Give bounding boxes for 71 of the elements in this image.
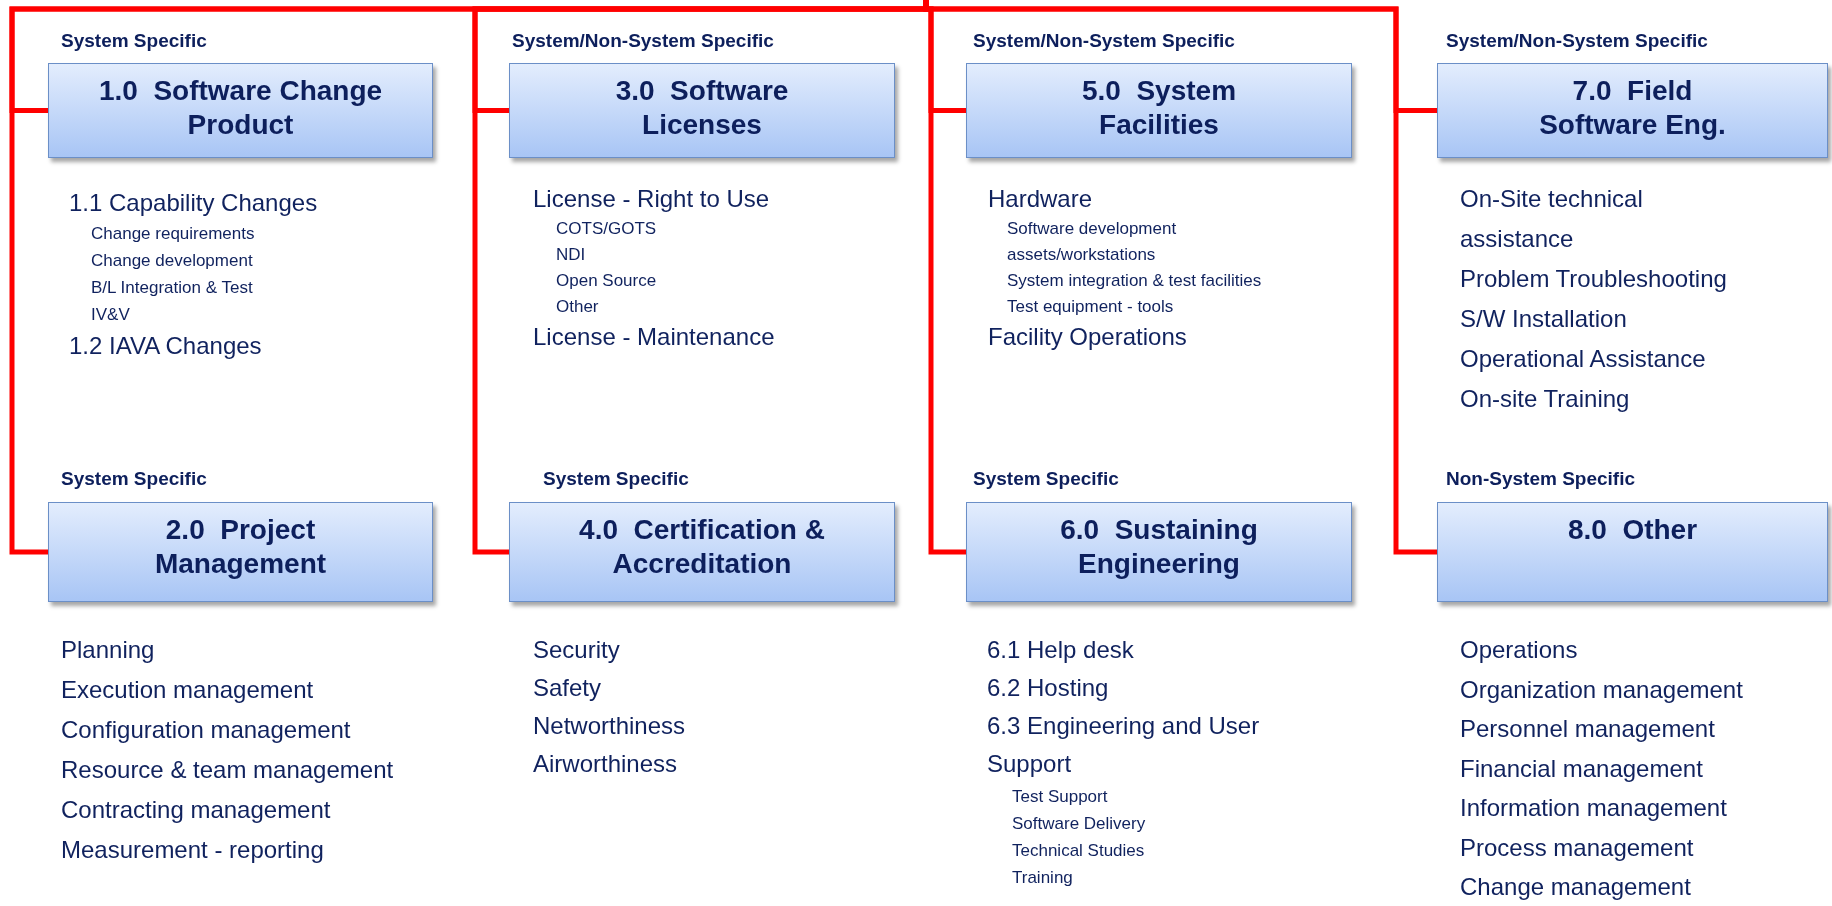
list-item: Networthiness xyxy=(533,711,686,741)
category-box xyxy=(48,63,433,158)
list-item: Contracting management xyxy=(61,795,331,825)
box-title: 6.0 Sustaining Engineering xyxy=(1059,513,1259,581)
list-item: Operational Assistance xyxy=(1460,344,1706,374)
list-item: 6.3 Engineering and User Support xyxy=(987,711,1261,779)
list-item: On-Site technical assistance xyxy=(1460,184,1644,254)
sub-item: Training xyxy=(1012,867,1073,889)
sub-item: NDI xyxy=(556,244,586,266)
sub-item: Test Support xyxy=(1012,786,1108,808)
sub-item: IV&V xyxy=(91,304,130,326)
list-item: Change management xyxy=(1460,872,1691,902)
box-title: 2.0 Project Management xyxy=(153,513,328,581)
list-item: Hardware xyxy=(988,184,1093,214)
box-title: 8.0 Other xyxy=(1566,513,1699,547)
list-item: Safety xyxy=(533,673,602,703)
sub-item: Software Delivery xyxy=(1012,813,1146,835)
list-item: Airworthiness xyxy=(533,749,678,779)
category-box xyxy=(509,63,895,158)
scope-label: System/Non-System Specific xyxy=(1446,30,1708,52)
list-item: Process management xyxy=(1460,832,1694,863)
sub-item: Change development xyxy=(91,250,253,272)
sub-item: Test equipment - tools xyxy=(1007,296,1174,318)
sub-item: Change requirements xyxy=(91,223,255,245)
box-title: 4.0 Certification & Accreditation xyxy=(578,513,826,581)
box-title: 5.0 System Facilities xyxy=(1080,74,1238,142)
list-item: 1.1 Capability Changes xyxy=(69,188,318,218)
list-item: Execution management xyxy=(61,675,314,705)
category-box xyxy=(966,502,1352,602)
list-item: Security xyxy=(533,635,620,665)
sub-item: System integration & test facilities xyxy=(1007,270,1262,292)
category-box xyxy=(48,502,433,602)
list-item: Resource & team management xyxy=(61,755,394,785)
category-box xyxy=(1437,63,1828,158)
list-item: Organization management xyxy=(1460,674,1743,705)
box-title: 7.0 Field Software Eng. xyxy=(1538,74,1727,142)
scope-label: System Specific xyxy=(61,468,207,490)
list-item: Configuration management xyxy=(61,715,351,745)
sub-item: Other xyxy=(556,296,599,318)
list-item: Measurement - reporting xyxy=(61,835,324,865)
sub-item: Open Source xyxy=(556,270,657,292)
sub-item: Technical Studies xyxy=(1012,840,1145,862)
list-item: 6.2 Hosting xyxy=(987,673,1109,703)
list-item: On-site Training xyxy=(1460,384,1630,414)
scope-label: System Specific xyxy=(973,468,1119,490)
list-item: Problem Troubleshooting xyxy=(1460,264,1727,294)
list-item: Personnel management xyxy=(1460,714,1715,744)
list-item: Facility Operations xyxy=(988,322,1187,352)
list-item: License - Right to Use xyxy=(533,184,770,214)
connector-line xyxy=(923,0,1437,555)
list-item: 1.2 IAVA Changes xyxy=(69,331,262,361)
scope-label: System/Non-System Specific xyxy=(512,30,774,52)
category-box xyxy=(1437,502,1828,602)
box-title: 3.0 Software Licenses xyxy=(614,74,790,142)
list-item: Financial management xyxy=(1460,753,1703,784)
list-item: Operations xyxy=(1460,635,1578,665)
list-item: 6.1 Help desk xyxy=(987,635,1134,665)
category-box xyxy=(966,63,1352,158)
sub-item: COTS/GOTS xyxy=(556,218,657,240)
sub-item: B/L Integration & Test xyxy=(91,277,253,299)
list-item: Planning xyxy=(61,635,155,665)
scope-label: Non-System Specific xyxy=(1446,468,1635,490)
box-title: 1.0 Software Change Product xyxy=(97,74,384,142)
list-item: Information management xyxy=(1460,793,1727,823)
sub-item: Software development assets/workstations xyxy=(1007,218,1178,266)
category-box xyxy=(509,502,895,602)
scope-label: System Specific xyxy=(543,468,689,490)
list-item: License - Maintenance xyxy=(533,322,775,352)
scope-label: System Specific xyxy=(61,30,207,52)
list-item: S/W Installation xyxy=(1460,304,1627,334)
scope-label: System/Non-System Specific xyxy=(973,30,1235,52)
